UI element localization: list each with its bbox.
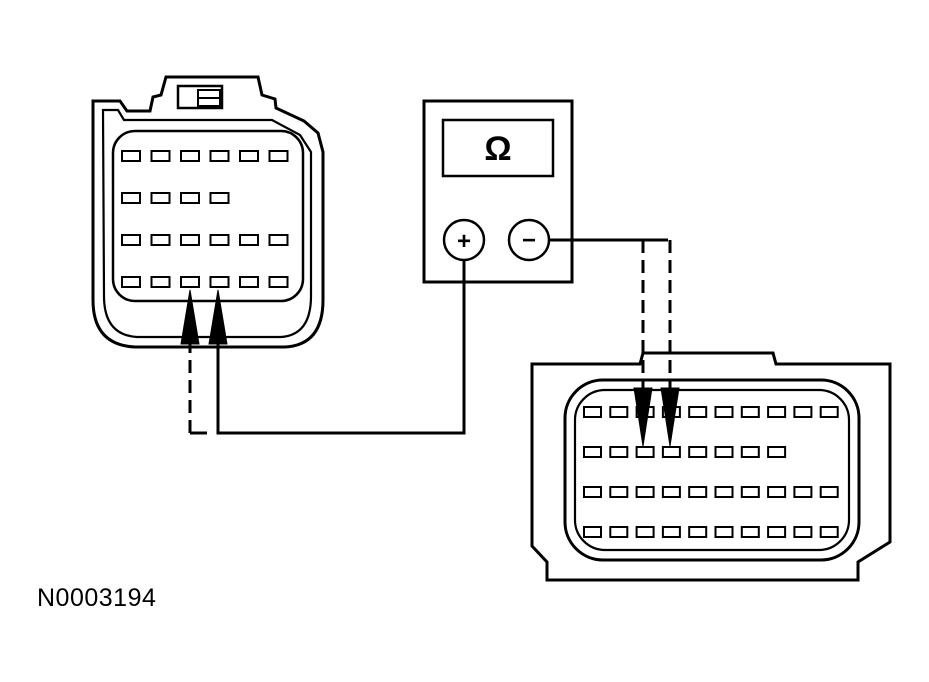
right-pin-r3-c10 bbox=[819, 486, 839, 498]
right-pin-r1-c10 bbox=[819, 406, 839, 418]
right-pin-r1-c5 bbox=[688, 406, 708, 418]
right-pin-r2-c7 bbox=[740, 446, 760, 458]
right-pin-r2-c5 bbox=[688, 446, 708, 458]
right-pin-r3-c8 bbox=[767, 486, 787, 498]
ohmmeter-body bbox=[422, 99, 574, 284]
right-pin-r2-c2 bbox=[609, 446, 629, 458]
right-pin-r3-c2 bbox=[609, 486, 629, 498]
ohm-symbol: Ω bbox=[484, 130, 511, 168]
right-connector-inner-outline bbox=[563, 378, 861, 562]
right-pin-r4-c6 bbox=[714, 526, 734, 538]
left-pin-r2-c3 bbox=[180, 192, 200, 204]
left-pin-r2-c2 bbox=[150, 192, 171, 204]
right-pin-r2-c6 bbox=[714, 446, 734, 458]
right-pin-r4-c9 bbox=[793, 526, 813, 538]
negative-terminal-label: − bbox=[522, 227, 536, 254]
left-pin-r4-c5 bbox=[239, 276, 259, 288]
left-pin-r4-c2 bbox=[150, 276, 171, 288]
right-pin-r1-c9 bbox=[793, 406, 813, 418]
right-pin-r1-c8 bbox=[767, 406, 787, 418]
right-pin-r4-c1 bbox=[583, 526, 602, 538]
ohmmeter-display bbox=[441, 118, 555, 178]
right-pin-r3-c9 bbox=[793, 486, 813, 498]
left-pin-r1-c4 bbox=[209, 150, 230, 162]
left-pin-r4-c1 bbox=[121, 276, 141, 288]
left-connector-latch bbox=[176, 84, 224, 110]
right-pin-r2-c1 bbox=[583, 446, 602, 458]
test-leads bbox=[188, 238, 672, 435]
positive-terminal-label: + bbox=[457, 228, 471, 255]
left-probe-a-arrow bbox=[180, 289, 200, 345]
probe-arrows bbox=[180, 289, 680, 447]
right-pin-r4-c10 bbox=[819, 526, 839, 538]
right-pin-r3-c6 bbox=[714, 486, 734, 498]
right-pin-r3-c5 bbox=[688, 486, 708, 498]
left-connector-pins bbox=[121, 150, 289, 288]
left-pin-r2-c4 bbox=[209, 192, 230, 204]
left-pin-r3-c5 bbox=[239, 234, 259, 246]
left-pin-r1-c3 bbox=[180, 150, 200, 162]
right-connector bbox=[530, 351, 892, 582]
right-probe-b-arrow bbox=[660, 387, 680, 447]
right-pin-r1-c6 bbox=[714, 406, 734, 418]
left-pin-r3-c4 bbox=[209, 234, 230, 246]
right-pin-r1-c2 bbox=[609, 406, 629, 418]
ohmmeter bbox=[422, 99, 574, 284]
right-pin-r4-c8 bbox=[767, 526, 787, 538]
right-probe-a-arrow bbox=[633, 387, 653, 447]
right-pin-r2-c8 bbox=[767, 446, 787, 458]
left-pin-r4-c3 bbox=[180, 276, 200, 288]
left-pin-r2-c1 bbox=[121, 192, 141, 204]
right-pin-r4-c4 bbox=[661, 526, 681, 538]
left-pin-r3-c3 bbox=[180, 234, 200, 246]
right-pin-r4-c7 bbox=[740, 526, 760, 538]
figure-id-label: N0003194 bbox=[37, 584, 157, 612]
right-pin-r3-c3 bbox=[635, 486, 655, 498]
left-pin-r3-c1 bbox=[121, 234, 141, 246]
right-pin-r3-c1 bbox=[583, 486, 602, 498]
left-pin-r3-c6 bbox=[268, 234, 289, 246]
left-connector-inner-outline bbox=[101, 108, 313, 339]
right-connector-housing bbox=[530, 351, 892, 582]
right-pin-r1-c7 bbox=[740, 406, 760, 418]
left-pin-r1-c6 bbox=[268, 150, 289, 162]
left-pin-r4-c6 bbox=[268, 276, 289, 288]
right-pin-r4-c5 bbox=[688, 526, 708, 538]
left-connector-housing bbox=[91, 75, 325, 349]
right-connector-pins bbox=[583, 406, 839, 538]
right-pin-r2-c4 bbox=[661, 446, 681, 458]
right-pin-r4-c2 bbox=[609, 526, 629, 538]
left-connector bbox=[91, 75, 325, 349]
right-pin-r2-c3 bbox=[635, 446, 655, 458]
left-pin-r4-c4 bbox=[209, 276, 230, 288]
left-connector-pin-field bbox=[111, 129, 305, 303]
left-pin-r1-c2 bbox=[150, 150, 171, 162]
left-pin-r1-c5 bbox=[239, 150, 259, 162]
right-pin-r4-c3 bbox=[635, 526, 655, 538]
left-probe-b-arrow bbox=[208, 289, 228, 345]
right-pin-r3-c7 bbox=[740, 486, 760, 498]
left-pin-r3-c2 bbox=[150, 234, 171, 246]
right-connector-pin-field bbox=[573, 388, 851, 552]
left-pin-r1-c1 bbox=[121, 150, 141, 162]
right-pin-r1-c1 bbox=[583, 406, 602, 418]
right-pin-r3-c4 bbox=[661, 486, 681, 498]
